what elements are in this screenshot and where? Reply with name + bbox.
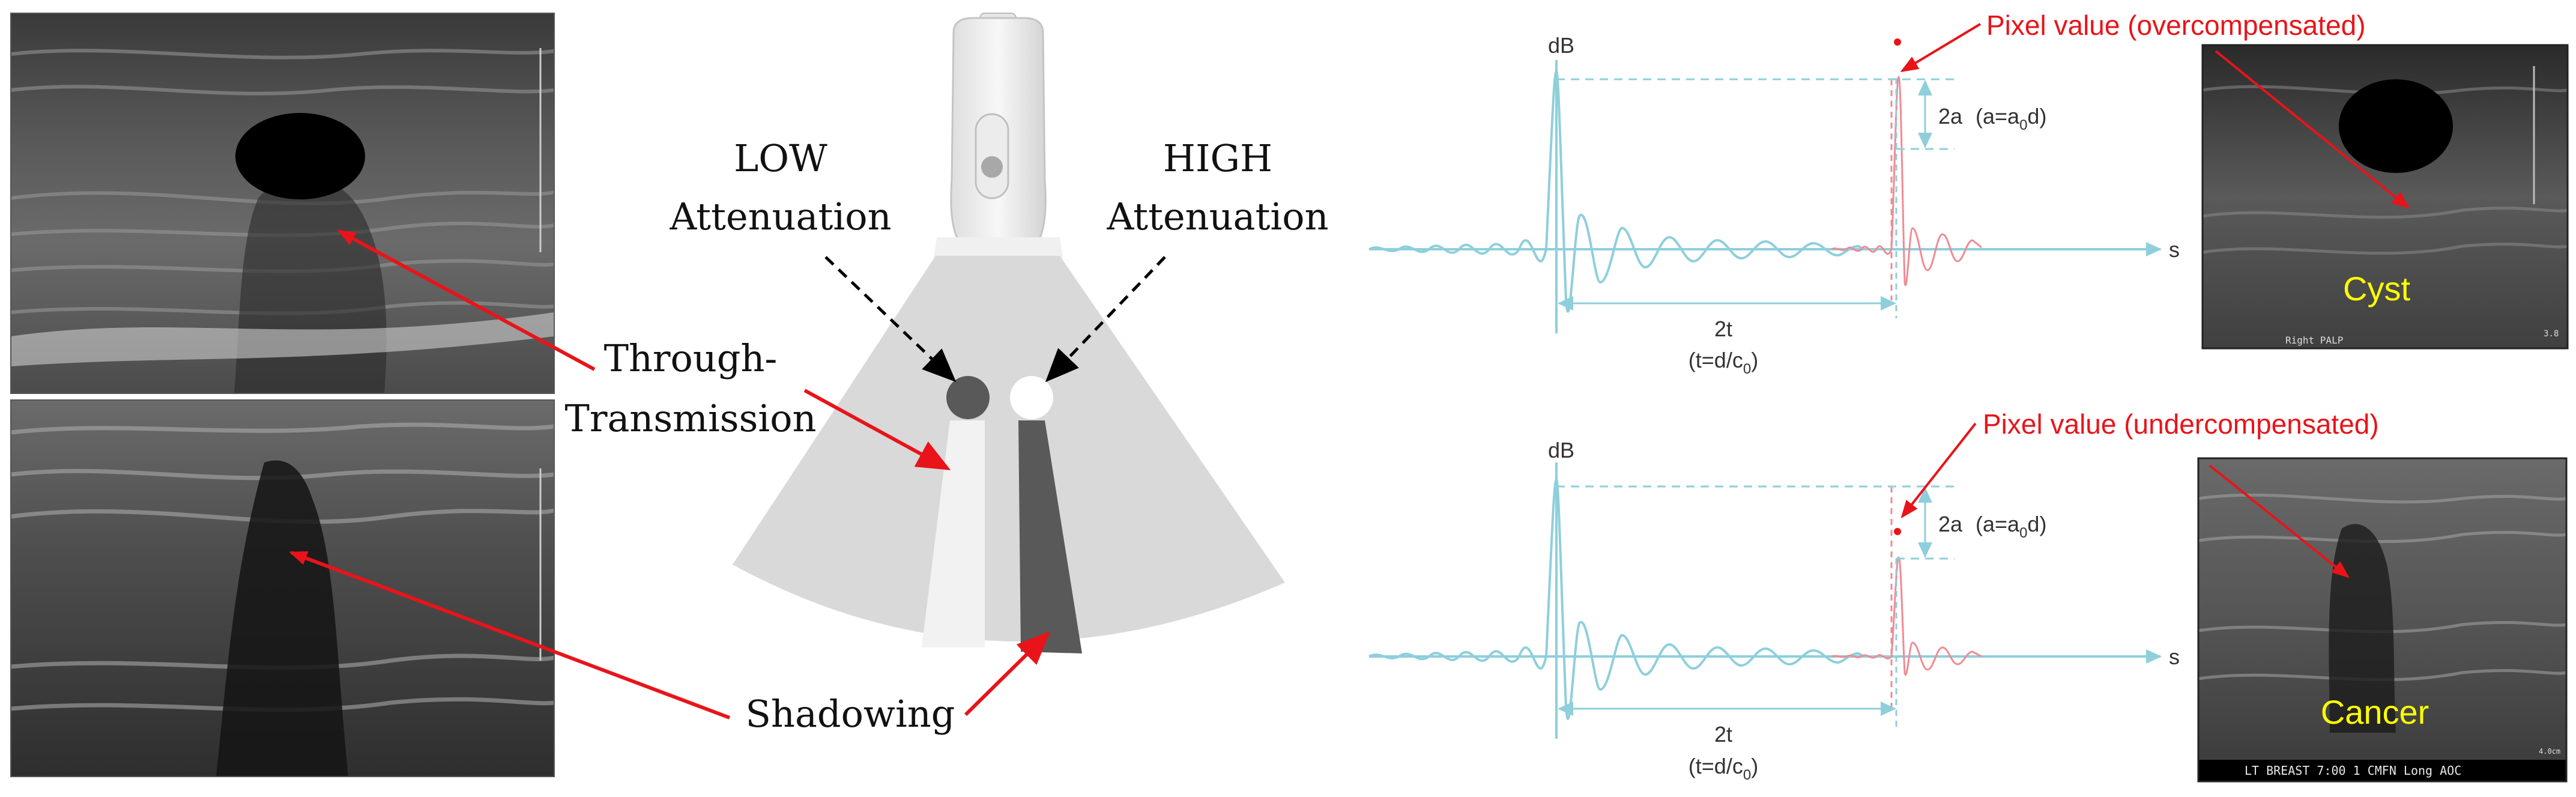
arrow-bottom-pixel	[1900, 422, 1977, 519]
shadow-beam	[1018, 420, 1082, 653]
arrow-shadowing-to-fan	[964, 631, 1051, 717]
high-label-line2: Attenuation	[1106, 195, 1328, 238]
top-main-pulse	[1368, 69, 1865, 313]
cyst-label: Cyst	[2343, 270, 2410, 308]
top-x-axis-label: s	[2169, 237, 2180, 262]
top-signal-plot	[1368, 38, 2162, 333]
ultrasound-fan	[733, 256, 1285, 653]
arrow-high-attenuation	[1045, 256, 1166, 383]
bottom-time-label: 2t	[1714, 722, 1732, 747]
top-time-label: 2t	[1714, 317, 1732, 341]
high-attenuation-lesion	[1010, 376, 1053, 419]
through-label-line1: Through-	[604, 336, 778, 380]
bottom-pixel-label: Pixel value (undercompensated)	[1983, 408, 2379, 440]
cancer-scale: 4.0cm	[2539, 747, 2560, 756]
through-label-line2: Transmission	[564, 396, 816, 440]
bottom-amp-formula: (a=a0d)	[1976, 512, 2046, 541]
bottom-main-pulse	[1368, 477, 1865, 720]
cyst-scale: 3.8	[2544, 329, 2559, 339]
arrow-top-pixel	[1900, 23, 1982, 73]
top-pixel-label: Pixel value (overcompensated)	[1986, 10, 2366, 41]
bottom-echo-pulse	[1831, 556, 1982, 676]
bottom-x-axis-label: s	[2169, 644, 2180, 669]
shadowing-label: Shadowing	[746, 692, 955, 736]
top-echo-pulse	[1831, 76, 1982, 286]
bottom-signal-plot	[1368, 462, 2162, 739]
left-ultrasound-top	[10, 13, 555, 394]
right-ultrasound-cancer: LT BREAST 7:00 1 CMFN Long AOC 4.0cm	[2197, 457, 2568, 783]
arrow-cancer-pixel	[2209, 464, 2350, 578]
right-ultrasound-cyst: Right PALP 3.8	[2201, 44, 2569, 350]
high-label-line1: HIGH	[1163, 136, 1272, 180]
arrow-cyst-pixel	[2215, 50, 2410, 209]
arrow-shadowing-to-image	[289, 551, 731, 720]
low-attenuation-lesion	[946, 376, 990, 419]
bottom-amp-label: 2a	[1938, 512, 1963, 536]
enhancement-beam	[922, 420, 985, 647]
top-amp-label: 2a	[1938, 104, 1963, 129]
cancer-caption: LT BREAST 7:00 1 CMFN Long AOC	[2245, 763, 2461, 778]
top-y-axis-label: dB	[1548, 33, 1574, 58]
top-time-formula: (t=d/c0)	[1689, 348, 1758, 377]
low-label-line2: Attenuation	[669, 195, 891, 238]
ultrasound-probe	[934, 13, 1063, 258]
cyst-caption: Right PALP	[2285, 335, 2343, 346]
cancer-label: Cancer	[2321, 693, 2429, 731]
top-amp-formula: (a=a0d)	[1976, 104, 2046, 133]
bottom-time-formula: (t=d/c0)	[1689, 754, 1758, 783]
low-label-line1: LOW	[734, 136, 827, 180]
bottom-y-axis-label: dB	[1548, 438, 1574, 462]
arrow-through-to-image	[337, 229, 596, 371]
arrow-through-to-fan	[803, 389, 951, 470]
left-ultrasound-bottom	[10, 399, 555, 777]
arrow-low-attenuation	[824, 256, 957, 383]
